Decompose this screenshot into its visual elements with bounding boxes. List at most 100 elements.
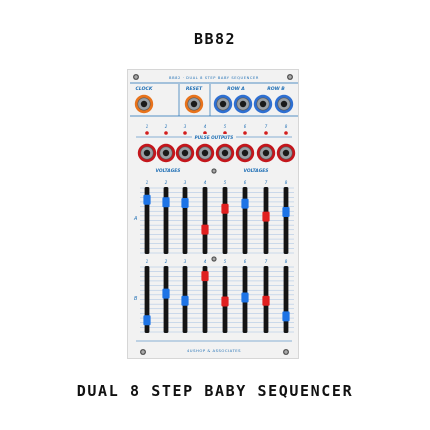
row-b-slider-knob[interactable] [162,288,170,299]
row-b-step-number: 4 [204,259,207,264]
row-b-slider-knob[interactable] [181,295,189,306]
step-number-top: 3 [184,124,187,129]
step-led [203,131,207,135]
row-a-slider-knob[interactable] [262,211,270,222]
step-number-top: 2 [165,124,168,129]
pulse-output-jack[interactable] [156,143,176,163]
row-b-output-jack[interactable] [274,94,294,114]
row-b-slider-knob[interactable] [221,296,229,307]
row-b-slider-knob[interactable] [262,295,270,306]
step-number-top: 7 [265,124,268,129]
screw-top-left-icon [133,74,139,80]
row-b-step-number: 1 [146,259,149,264]
screw-mid-lower-icon [211,256,217,262]
screw-mid-upper-icon [211,168,217,174]
pulse-output-jack[interactable] [276,143,296,163]
row-a-slider[interactable] [201,187,209,254]
row-a-step-number: 6 [244,180,247,185]
row-a-step-number: 2 [165,180,168,185]
row-b-slider[interactable] [221,266,229,333]
maker-label: 4USHOP & ASSOCIATES [187,348,241,353]
reset-label: RESET [186,86,203,92]
row-a-slider[interactable] [162,187,170,254]
pulse-outputs-label: PULSE OUTPUTS [195,135,234,140]
row-b-step-number: 5 [224,259,227,264]
row-b-slider[interactable] [201,266,209,333]
row-b-slider[interactable] [282,266,290,333]
step-number-top: 6 [244,124,247,129]
step-number-top: 1 [146,124,149,129]
row-b-label: ROW B [267,86,285,92]
step-number-top: 8 [285,124,288,129]
row-a-slider-knob[interactable] [221,203,229,214]
pulse-output-jack[interactable] [235,143,255,163]
row-a-side-label: A [133,216,138,222]
row-b-side-label: B [134,296,138,302]
step-led [284,131,288,135]
row-b-step-number: 2 [165,259,168,264]
row-b-step-number: 3 [184,259,187,264]
row-a-slider[interactable] [181,187,189,254]
step-led [264,131,268,135]
row-b-step-number: 7 [265,259,268,264]
row-a-step-number: 3 [184,180,187,185]
row-a-slider[interactable] [241,187,249,254]
row-b-output-jack[interactable] [253,94,273,114]
pulse-output-jack[interactable] [215,143,235,163]
row-b-step-number: 8 [285,259,288,264]
row-a-output-jack[interactable] [213,94,233,114]
row-a-slider[interactable] [221,187,229,254]
row-b-slider[interactable] [241,266,249,333]
voltages-label-right: VOLTAGES [244,168,269,174]
row-a-slider-knob[interactable] [162,197,170,208]
row-a-slider[interactable] [143,187,151,254]
row-b-slider-knob[interactable] [241,292,249,303]
row-a-slider[interactable] [282,187,290,254]
step-led [223,131,227,135]
row-a-step-number: 1 [146,180,149,185]
row-b-slider[interactable] [162,266,170,333]
step-led [164,131,168,135]
step-number-top: 4 [204,124,207,129]
row-a-output-jack[interactable] [233,94,253,114]
row-a-slider-knob[interactable] [241,198,249,209]
voltages-label-left: VOLTAGES [156,168,181,174]
screw-top-right-icon [287,74,293,80]
reset-jack[interactable] [184,94,204,114]
product-name-title: DUAL 8 STEP BABY SEQUENCER [76,382,354,400]
step-led [243,131,247,135]
screw-bottom-left-icon [140,349,146,355]
eurorack-panel: BB82 · DUAL 8 STEP BABY SEQUENCER CLOCK … [127,69,299,359]
row-b-slider[interactable] [262,266,270,333]
step-led [183,131,187,135]
row-a-step-number: 5 [224,180,227,185]
row-b-slider-knob[interactable] [143,315,151,326]
step-number-top: 5 [224,124,227,129]
row-a-slider[interactable] [262,187,270,254]
row-a-label: ROW A [227,86,245,92]
row-a-slider-knob[interactable] [201,224,209,235]
product-model-title: BB82 [193,30,237,48]
pulse-output-jack[interactable] [175,143,195,163]
row-b-slider-knob[interactable] [201,271,209,282]
row-b-step-number: 6 [244,259,247,264]
row-b-slider[interactable] [181,266,189,333]
pulse-output-jack[interactable] [195,143,215,163]
screw-bottom-right-icon [283,349,289,355]
row-b-slider-knob[interactable] [282,311,290,322]
row-b-slider[interactable] [143,266,151,333]
row-a-slider-knob[interactable] [282,207,290,218]
pulse-label-bg [192,134,236,140]
row-a-step-number: 4 [204,180,207,185]
row-a-step-number: 7 [265,180,268,185]
step-led [145,131,149,135]
clock-label: CLOCK [136,86,153,92]
pulse-output-jack[interactable] [137,143,157,163]
panel-header-text: BB82 · DUAL 8 STEP BABY SEQUENCER [169,76,259,80]
row-a-step-number: 8 [285,180,288,185]
pulse-output-jack[interactable] [256,143,276,163]
panel-artwork: BB82 · DUAL 8 STEP BABY SEQUENCER CLOCK … [130,74,298,355]
row-a-slider-knob[interactable] [143,194,151,205]
clock-jack[interactable] [134,94,154,114]
row-a-slider-knob[interactable] [181,197,189,208]
